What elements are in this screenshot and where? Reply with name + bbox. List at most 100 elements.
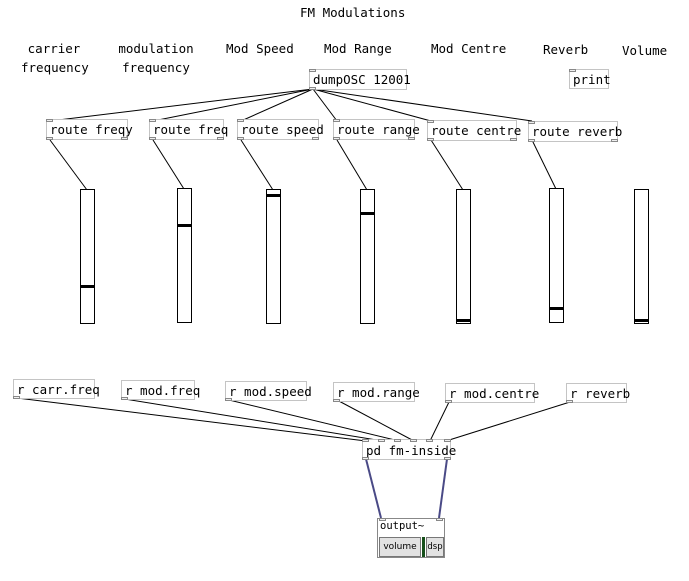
object-text: print <box>573 72 611 87</box>
inlet[interactable] <box>394 439 401 442</box>
wire <box>336 139 368 191</box>
inlet[interactable] <box>309 69 316 72</box>
volume-control[interactable]: volume <box>379 537 421 557</box>
slider-knob <box>178 224 191 227</box>
print-object[interactable]: print <box>569 69 611 89</box>
mod-speed-slider[interactable] <box>266 189 281 324</box>
route-reverb-object[interactable]: route reverb <box>528 121 622 142</box>
inlet[interactable] <box>378 439 385 442</box>
inlet[interactable] <box>46 119 53 122</box>
wire <box>152 88 314 122</box>
patch-title: FM Modulations <box>300 5 406 20</box>
inlet[interactable] <box>444 439 451 442</box>
slider-knob <box>457 319 470 322</box>
outlet[interactable] <box>225 398 232 401</box>
outlet[interactable] <box>427 138 434 141</box>
r-mod-freq-object[interactable]: r mod.freq <box>121 380 200 400</box>
label-volume: Volume <box>622 43 668 58</box>
inlet[interactable] <box>410 439 417 442</box>
outlet[interactable] <box>312 137 319 140</box>
wire <box>16 397 367 442</box>
inlet[interactable] <box>237 119 244 122</box>
outlet[interactable] <box>121 137 128 140</box>
volume-level-bar <box>422 537 425 557</box>
outlet[interactable] <box>510 138 517 141</box>
dumposc-object[interactable]: dumpOSC 12001 <box>309 69 411 90</box>
outlet[interactable] <box>333 399 340 402</box>
reverb-slider[interactable] <box>549 188 564 323</box>
inlet[interactable] <box>379 518 386 521</box>
inlet[interactable] <box>426 439 433 442</box>
outlet[interactable] <box>528 139 535 142</box>
wire <box>445 401 571 442</box>
object-text: dumpOSC 12001 <box>313 72 411 87</box>
outlet[interactable] <box>309 87 316 90</box>
outlet[interactable] <box>13 396 20 399</box>
outlet[interactable] <box>149 137 156 140</box>
slider-knob <box>635 319 648 322</box>
output-abstraction[interactable]: output~ volume dsp <box>377 518 445 558</box>
label-reverb: Reverb <box>543 42 589 57</box>
route-speed-object[interactable]: route speed <box>237 119 324 140</box>
carrier-frequency-slider[interactable] <box>80 189 95 324</box>
outlet[interactable] <box>46 137 53 140</box>
volume-slider[interactable] <box>634 189 649 324</box>
label-carrier-frequency: carrier frequency <box>21 39 89 77</box>
inlet[interactable] <box>427 120 434 123</box>
wire <box>49 139 88 191</box>
wire <box>228 399 400 442</box>
r-mod-speed-object[interactable]: r mod.speed <box>225 381 312 401</box>
outlet[interactable] <box>566 400 573 403</box>
inlet[interactable] <box>362 439 369 442</box>
object-text: r mod.freq <box>125 383 201 398</box>
route-centre-object[interactable]: route centre <box>427 120 521 141</box>
outlet[interactable] <box>121 397 128 400</box>
route-range-object[interactable]: route range <box>333 119 420 140</box>
mod-centre-slider[interactable] <box>456 189 471 324</box>
wire <box>152 139 185 190</box>
route-freq-object[interactable]: route freq <box>149 119 228 140</box>
r-mod-centre-object[interactable]: r mod.centre <box>445 383 539 403</box>
inlet[interactable] <box>569 69 576 72</box>
label-modulation-frequency: modulation frequency <box>118 39 194 77</box>
outlet[interactable] <box>611 139 618 142</box>
pd-fm-inside-object[interactable]: pd fm-inside <box>362 439 456 460</box>
label-mod-range: Mod Range <box>324 41 392 56</box>
inlet[interactable] <box>528 121 535 124</box>
outlet[interactable] <box>444 457 451 460</box>
dsp-toggle[interactable]: dsp <box>426 537 444 557</box>
object-text: route freqy <box>50 122 133 137</box>
label-mod-centre: Mod Centre <box>431 41 507 56</box>
wire <box>124 398 384 442</box>
label-line: modulation <box>118 41 194 56</box>
r-mod-range-object[interactable]: r mod.range <box>333 382 420 402</box>
modulation-frequency-slider[interactable] <box>177 188 192 323</box>
route-freqy-object[interactable]: route freqy <box>46 119 133 140</box>
wire <box>429 401 450 442</box>
outlet[interactable] <box>333 137 340 140</box>
outlet[interactable] <box>445 400 452 403</box>
wire <box>240 88 314 122</box>
inlet[interactable] <box>333 119 340 122</box>
outlet[interactable] <box>237 137 244 140</box>
object-text: route speed <box>241 122 324 137</box>
outlet[interactable] <box>362 457 369 460</box>
outlet[interactable] <box>217 137 224 140</box>
object-text: route centre <box>431 123 522 138</box>
wire <box>312 88 338 122</box>
outlet[interactable] <box>408 137 415 140</box>
object-text: route freq <box>153 122 229 137</box>
wire <box>531 139 557 190</box>
wire <box>430 139 464 191</box>
object-text: r reverb <box>570 386 631 401</box>
label-line: carrier <box>27 41 81 56</box>
slider-knob <box>550 307 563 310</box>
r-carr-freq-object[interactable]: r carr.freq <box>13 379 100 399</box>
r-reverb-object[interactable]: r reverb <box>566 383 631 403</box>
object-text: r carr.freq <box>17 382 100 397</box>
inlet[interactable] <box>436 518 443 521</box>
mod-range-slider[interactable] <box>360 189 375 324</box>
inlet[interactable] <box>149 119 156 122</box>
audio-wire <box>365 458 382 519</box>
